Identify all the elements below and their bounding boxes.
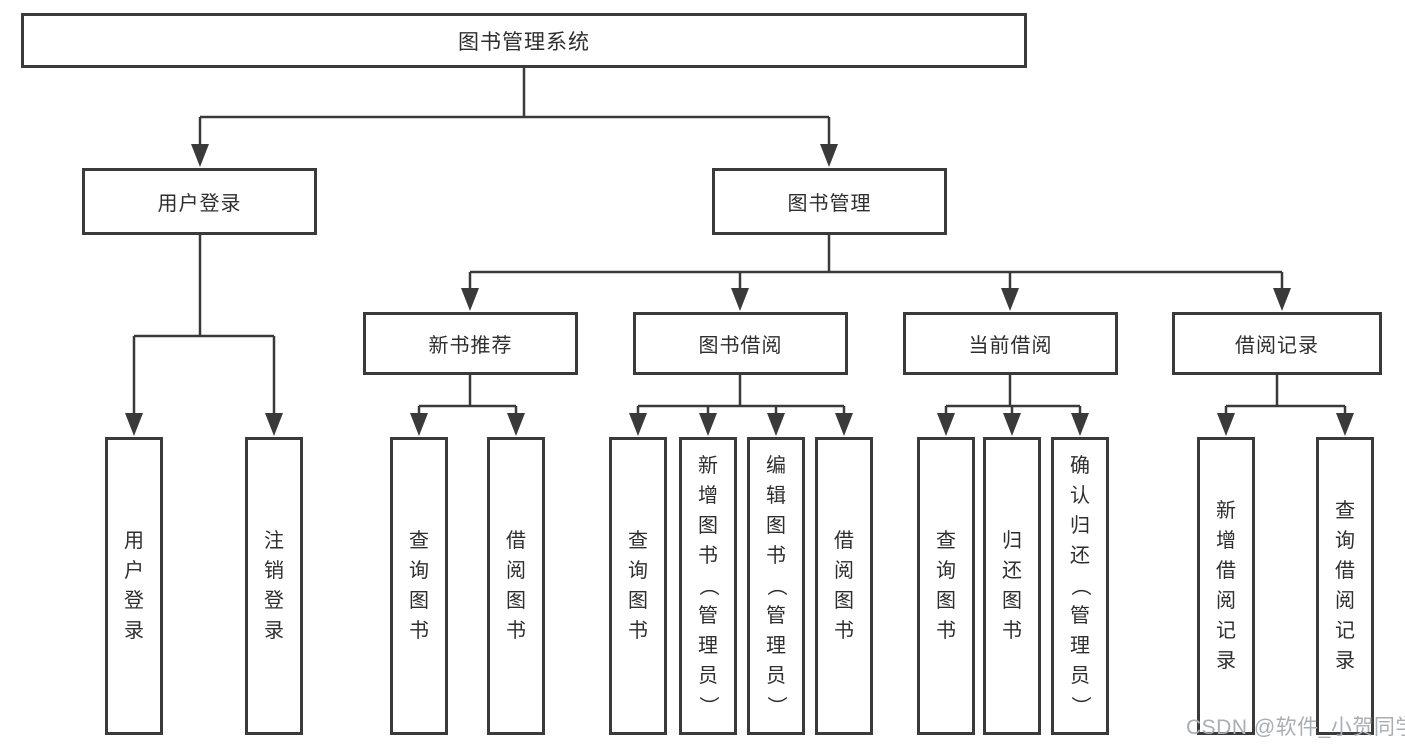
node-borrow-record: 借阅记录	[1172, 312, 1382, 375]
leaf-borrow-book-1: 借阅图书	[487, 437, 545, 735]
connector-record	[1224, 375, 1347, 416]
connector-login	[132, 235, 276, 416]
leaf-borrow-book-2: 借阅图书	[815, 437, 873, 735]
connector-root	[198, 68, 831, 148]
leaf-confirm-return-admin: 确认归还（管理员）	[1051, 437, 1109, 735]
leaf-logout: 注销登录	[245, 437, 303, 735]
leaf-query-book-3: 查询图书	[917, 437, 975, 735]
connector-newbook	[417, 375, 518, 416]
watermark: CSDN @软件_小贺同学	[1186, 716, 1405, 739]
node-user-login: 用户登录	[82, 168, 317, 235]
node-root: 图书管理系统	[21, 13, 1027, 68]
leaf-return-book: 归还图书	[983, 437, 1041, 735]
leaf-query-book-1: 查询图书	[390, 437, 448, 735]
node-book-borrow: 图书借阅	[633, 312, 848, 375]
leaf-query-book-2: 查询图书	[609, 437, 667, 735]
connector-management	[468, 235, 1284, 292]
leaf-add-borrow-record: 新增借阅记录	[1197, 437, 1255, 735]
leaf-user-login: 用户登录	[105, 437, 163, 735]
node-current-borrow: 当前借阅	[903, 312, 1118, 375]
node-new-book-recommend: 新书推荐	[363, 312, 578, 375]
connector-borrow	[636, 375, 846, 416]
arrowheads	[125, 144, 1354, 436]
connector-current	[944, 375, 1082, 416]
leaf-query-borrow-record: 查询借阅记录	[1316, 437, 1374, 735]
leaf-edit-book-admin: 编辑图书（管理员）	[747, 437, 805, 735]
node-book-management: 图书管理	[712, 168, 947, 235]
leaf-add-book-admin: 新增图书（管理员）	[679, 437, 737, 735]
